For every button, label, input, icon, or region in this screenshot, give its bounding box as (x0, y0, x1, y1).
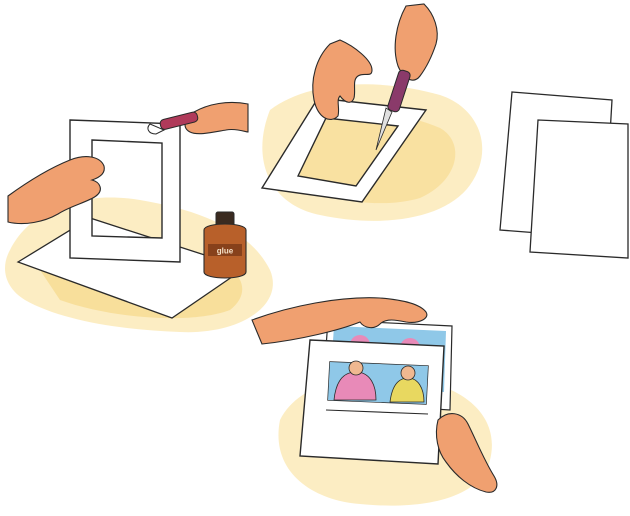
paper-sheet-front (530, 120, 628, 258)
blank-sheets-panel (500, 92, 628, 258)
photo-window (328, 361, 428, 404)
bottle-label: glue (217, 247, 234, 256)
hand-with-knife (395, 4, 437, 80)
glue-frame-panel: glue (5, 102, 273, 332)
cut-window-panel (262, 4, 482, 221)
framed-photo-panel (252, 298, 497, 506)
